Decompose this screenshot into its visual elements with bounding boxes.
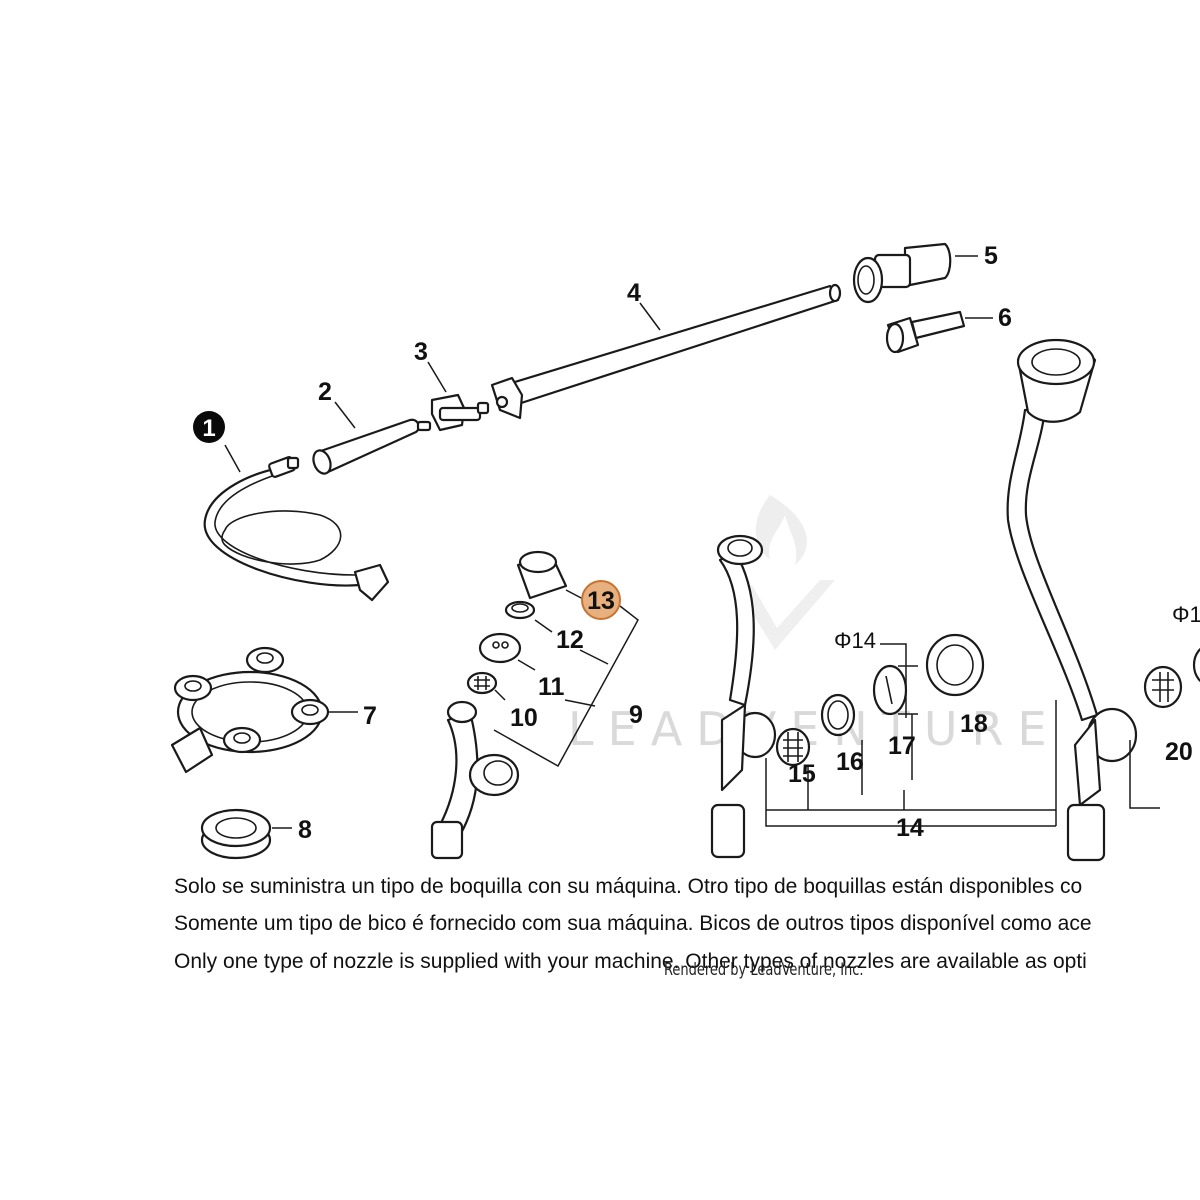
part-right-strainer[interactable] <box>1143 645 1200 709</box>
part-10-strainer[interactable] <box>466 671 498 695</box>
part-3-valve[interactable] <box>430 393 490 432</box>
callout-2[interactable]: 2 <box>318 378 332 406</box>
part-right-wand[interactable] <box>1006 338 1138 862</box>
callout-20[interactable]: 20 <box>1165 738 1193 766</box>
part-8-washer[interactable] <box>200 808 272 860</box>
callout-17[interactable]: 17 <box>888 732 916 760</box>
callout-12[interactable]: 12 <box>556 626 584 654</box>
watermark-logo-icon <box>735 495 835 650</box>
callout-3[interactable]: 3 <box>414 338 428 366</box>
callout-5[interactable]: 5 <box>984 242 998 270</box>
callout-8[interactable]: 8 <box>298 816 312 844</box>
part-15-strainer[interactable] <box>775 727 811 767</box>
note-english: Only one type of nozzle is supplied with… <box>174 950 1087 973</box>
part-14-wand[interactable] <box>710 534 777 859</box>
part-16-ring[interactable] <box>820 693 856 737</box>
part-13-cap[interactable] <box>516 550 568 600</box>
callout-15[interactable]: 15 <box>788 760 816 788</box>
part-1-hose[interactable] <box>203 456 390 602</box>
part-11-tip[interactable] <box>478 632 522 664</box>
callout-4[interactable]: 4 <box>627 279 641 307</box>
svg-text:1: 1 <box>202 415 215 442</box>
part-7-multi-nozzle[interactable] <box>170 646 330 774</box>
callout-7[interactable]: 7 <box>363 702 377 730</box>
callout-1[interactable]: 1 <box>193 411 225 443</box>
part-4-wand[interactable] <box>490 283 842 420</box>
callout-11[interactable]: 11 <box>538 673 565 701</box>
dimension-label-phi14: Φ14 <box>834 628 876 653</box>
note-spanish: Solo se suministra un tipo de boquilla c… <box>174 875 1083 898</box>
dimension-label-phi-right: Φ1 <box>1172 602 1200 627</box>
render-credit: Rendered by LeadVenture, Inc. <box>664 960 864 980</box>
part-9-wand-tip[interactable] <box>430 700 520 860</box>
leader-lines <box>224 255 1160 829</box>
part-17-tip[interactable] <box>872 664 908 716</box>
callout-6[interactable]: 6 <box>998 304 1012 332</box>
callout-9[interactable]: 9 <box>629 701 643 729</box>
callout-16[interactable]: 16 <box>836 748 864 776</box>
part-6-fitting[interactable] <box>885 310 966 354</box>
part-18-cap[interactable] <box>925 633 985 697</box>
part-12-seal[interactable] <box>504 600 536 620</box>
callout-14[interactable]: 14 <box>896 814 924 842</box>
part-2-handle[interactable] <box>310 418 432 476</box>
note-portuguese: Somente um tipo de bico é fornecido com … <box>174 912 1092 935</box>
callout-10[interactable]: 10 <box>510 704 538 732</box>
part-5-nozzle-assembly[interactable] <box>852 242 952 304</box>
callout-13-highlighted[interactable]: 13 <box>581 580 621 620</box>
callout-18[interactable]: 18 <box>960 710 988 738</box>
svg-text:13: 13 <box>587 587 615 615</box>
